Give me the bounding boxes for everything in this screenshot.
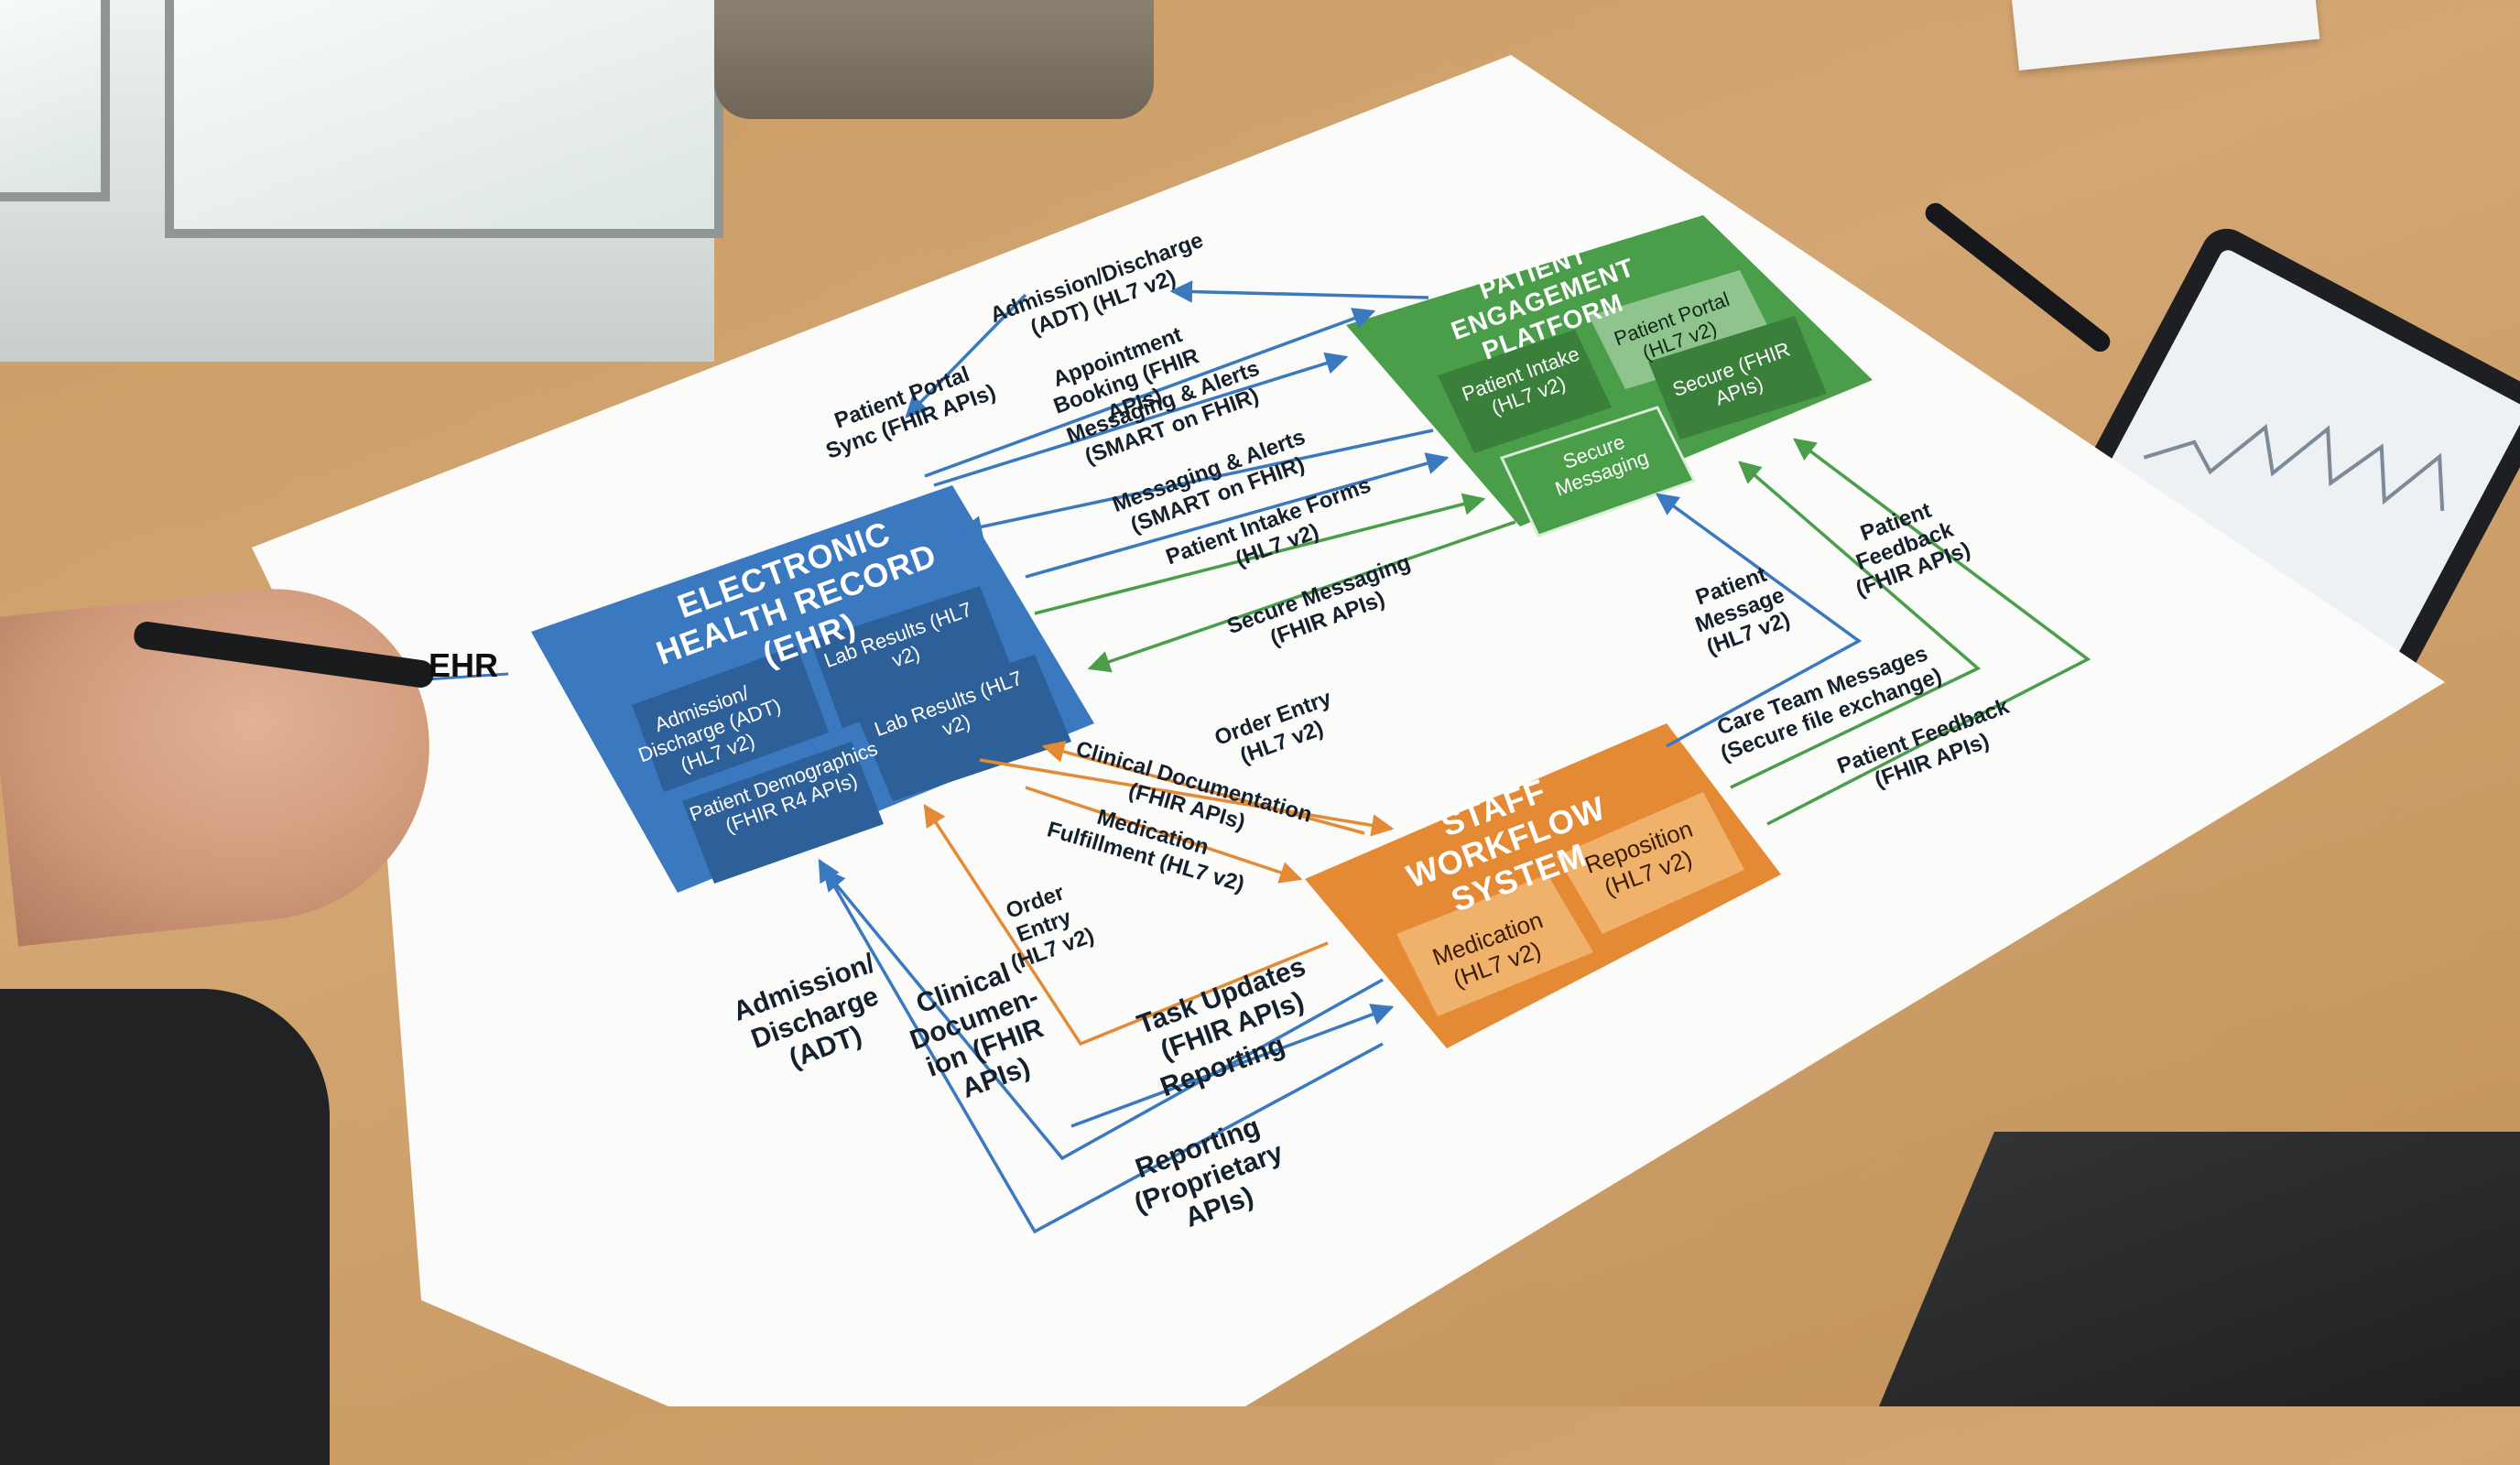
- engagement-block: [1346, 215, 1873, 537]
- paper-sheet: [252, 55, 2445, 1406]
- sleeve: [0, 989, 330, 1465]
- window: [0, 0, 723, 362]
- floor-carpet: [1879, 1132, 2520, 1406]
- desk-scene: [0, 0, 2520, 1406]
- flow-arrows: [818, 280, 2091, 1234]
- staff-block: [1305, 723, 1781, 1048]
- ehr-block: [531, 485, 1094, 893]
- tablet: [2052, 220, 2520, 708]
- ehr-side-tag: EHR: [429, 646, 499, 684]
- diagram-poster: [252, 55, 2445, 1406]
- chair-back: [714, 0, 1154, 119]
